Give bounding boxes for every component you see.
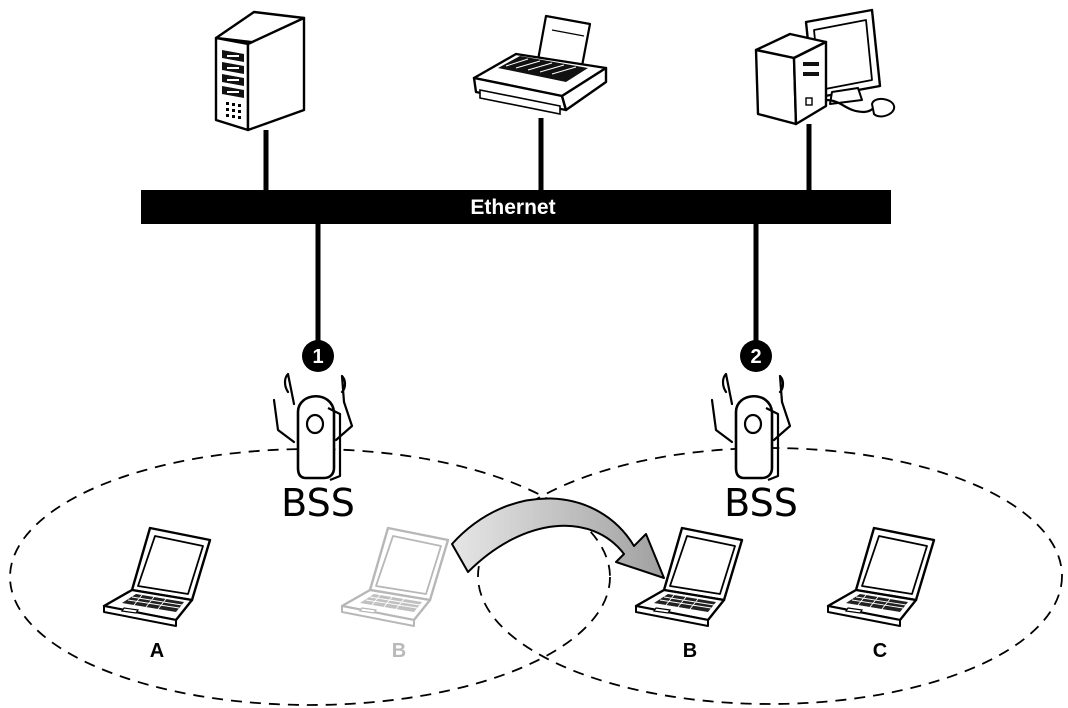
printer-icon [474, 16, 606, 114]
laptop-icon [828, 528, 934, 626]
server-icon [216, 12, 304, 130]
station-label: A [150, 640, 164, 662]
station-label: C [873, 640, 887, 662]
laptop-icon [342, 528, 448, 626]
badge-number: 1 [312, 346, 323, 368]
station-b-previous: B [342, 528, 448, 662]
laptop-icon [104, 528, 210, 626]
bss-label: BSS [281, 481, 355, 525]
access-point-2: 2 BSS [712, 340, 798, 525]
access-point-icon [712, 374, 790, 480]
access-point-icon [274, 374, 352, 480]
roaming-arrow-icon [452, 498, 664, 578]
access-point-1: 1 BSS [274, 340, 355, 525]
laptop-icon [636, 528, 742, 626]
station-label: B [392, 640, 406, 662]
bss-label: BSS [724, 481, 798, 525]
station-label: B [683, 640, 697, 662]
station-c: C [828, 528, 934, 662]
badge-number: 2 [750, 346, 761, 368]
desktop-computer-icon [756, 10, 894, 124]
ethernet-label: Ethernet [470, 196, 555, 219]
station-a: A [104, 528, 210, 662]
